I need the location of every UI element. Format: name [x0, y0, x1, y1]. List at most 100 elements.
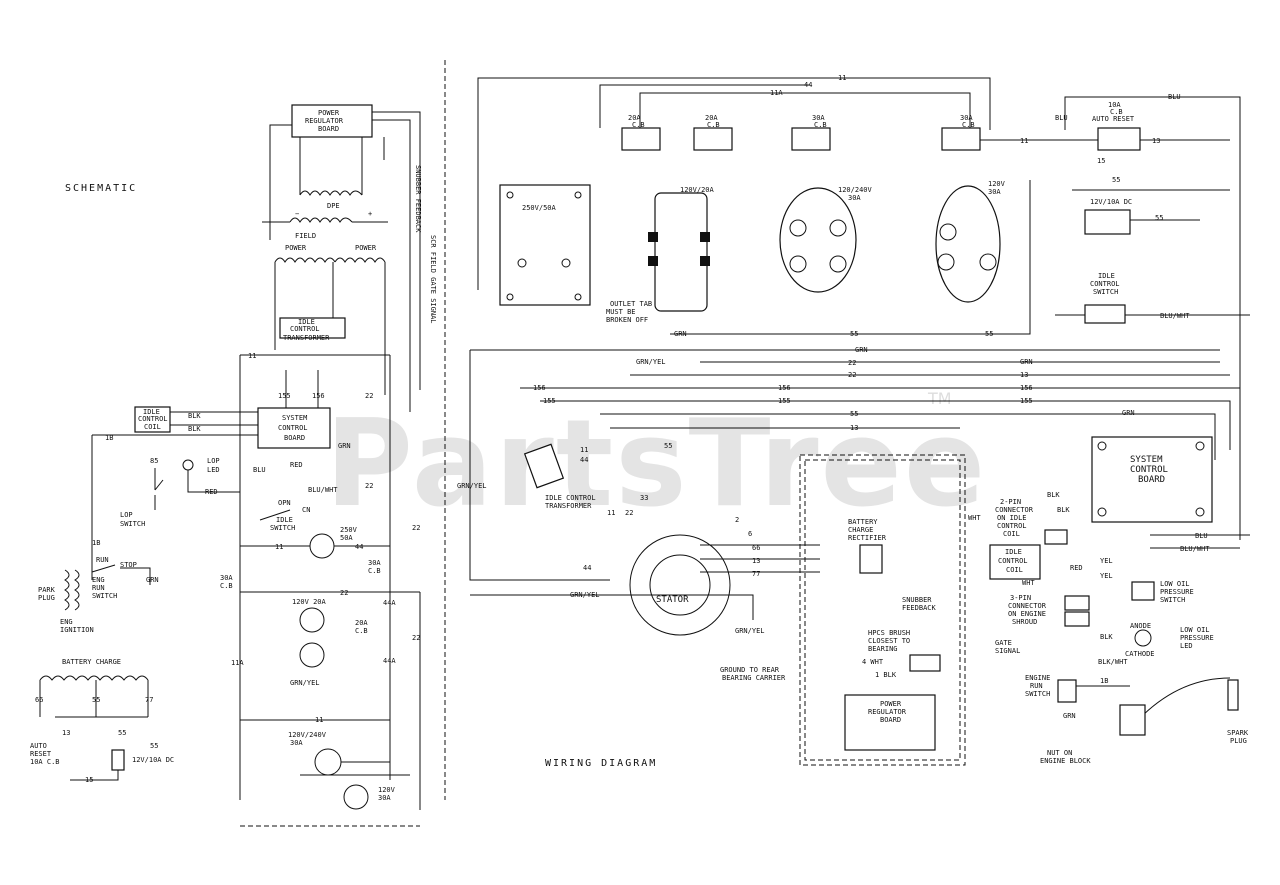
schem-rectifier-box	[111, 749, 125, 771]
recep-120-240-box	[779, 187, 857, 293]
scb-bluwht: BLU/WHT	[1180, 545, 1210, 553]
lop-led-w	[1134, 629, 1152, 647]
lopl-3: LED	[1180, 642, 1193, 650]
wire-22-e: 22	[365, 482, 373, 490]
svg-text:−: −	[295, 210, 299, 218]
ict-label-1: IDLE	[298, 318, 315, 326]
w11-e: 11	[607, 509, 615, 517]
power-left-label: POWER	[285, 244, 307, 252]
eng-ign-2: IGNITION	[60, 626, 94, 634]
wers-1: ENGINE	[1025, 674, 1050, 682]
noeb-1: NUT ON	[1047, 749, 1072, 757]
w13-d: 13	[752, 557, 760, 565]
wicc-3: COIL	[1006, 566, 1023, 574]
wicc-2: CONTROL	[998, 557, 1028, 565]
recep-120-20-box	[654, 192, 708, 312]
thpc-4: SHROUD	[1012, 618, 1037, 626]
w15-a: 15	[1097, 157, 1105, 165]
cb20a-1-box	[621, 127, 661, 151]
wire-red-label: RED	[205, 488, 218, 496]
watermark-brand: PartsTree	[325, 395, 987, 534]
lops-box	[1131, 581, 1155, 601]
sp-2: PLUG	[1230, 737, 1247, 745]
recep-120-30-a: 120V	[988, 180, 1006, 188]
dpe-label: DPE	[327, 202, 340, 210]
w156-b: 156	[778, 384, 791, 392]
thpc-box-a	[1064, 595, 1090, 611]
stator-outer	[629, 534, 731, 636]
brush-2: CLOSEST TO	[868, 637, 910, 645]
harness-dashed	[799, 454, 966, 766]
ics-3: SWITCH	[1093, 288, 1118, 296]
rectifier-12v-label: 12V/10A DC	[1090, 198, 1132, 206]
wire-13-label: 13	[62, 729, 70, 737]
brush-3: BEARING	[868, 645, 898, 653]
icc-label-3: COIL	[144, 423, 161, 431]
scb-blu: BLU	[1195, 532, 1208, 540]
snub-1: SNUBBER	[902, 596, 932, 604]
w44-e: 44	[583, 564, 591, 572]
lops-3: SWITCH	[1160, 596, 1185, 604]
recep-250-symbol	[309, 533, 335, 559]
field-label: FIELD	[295, 232, 316, 240]
outlet-tab-3: BROKEN OFF	[606, 316, 648, 324]
recep-250-50-box	[499, 184, 591, 306]
recep-120-30-box	[935, 185, 1001, 303]
w-scb-box	[1091, 436, 1213, 523]
w11-d: 11	[580, 446, 588, 454]
cb10a-b: C.B	[1110, 108, 1123, 116]
w22-a: 22	[848, 359, 856, 367]
ers-box	[1057, 679, 1077, 703]
scb-label-1: SYSTEM	[282, 414, 307, 422]
schem-rect-12v: 12V/10A DC	[132, 756, 174, 764]
gate-1: GATE	[995, 639, 1012, 647]
snub-2: FEEDBACK	[902, 604, 937, 612]
yel-2: YEL	[1100, 572, 1113, 580]
bcr-3: RECTIFIER	[848, 534, 887, 542]
stator-inner	[649, 554, 711, 616]
brush-1: HPCS BRUSH	[868, 629, 910, 637]
rectifier-12v-box	[1084, 209, 1131, 235]
wprb-2: REGULATOR	[868, 708, 907, 716]
ics-bluwht: BLU/WHT	[1160, 312, 1190, 320]
grn-2: GRN	[855, 346, 868, 354]
ict-label-2: CONTROL	[290, 325, 320, 333]
recep-120-30-b: 30A	[988, 188, 1001, 196]
wire-44-b: 44	[355, 543, 363, 551]
grn-yel-label: GRN/YEL	[290, 679, 320, 687]
outlet-tab-2: MUST BE	[606, 308, 636, 316]
stator-label: STATOR	[656, 595, 689, 605]
wht-1: WHT	[968, 514, 981, 522]
wiring-section: 11 44 11A BLU BLU 20A C.B 20A C.B 30A C.…	[457, 74, 1250, 769]
wiring-title: WIRING DIAGRAM	[545, 758, 657, 769]
cb30a-3: 30A	[368, 559, 381, 567]
arcb-3: 10A C.B	[30, 758, 60, 766]
scb-label-3: BOARD	[284, 434, 305, 442]
cb30a-2-box	[941, 127, 981, 151]
lopl-2: PRESSURE	[1180, 634, 1214, 642]
schematic-section: SCHEMATIC POWER REGULATOR BOARD DPE FIEL…	[30, 104, 437, 827]
stop-label: STOP	[120, 561, 137, 569]
recep-120-240-b: 30A	[848, 194, 861, 202]
wire-11-c: 11	[315, 716, 323, 724]
ignition-coil-box	[1119, 704, 1146, 736]
w55-c: 55	[850, 330, 858, 338]
cb30a-2-a: 30A	[960, 114, 973, 122]
power-regulator-board-box	[291, 104, 373, 138]
cb30a-1-b: C.B	[814, 121, 827, 129]
cb10a-c: AUTO RESET	[1092, 115, 1135, 123]
wire-blu-label: BLU	[253, 466, 266, 474]
cb30a-2-b: C.B	[962, 121, 975, 129]
w13-b: 13	[1020, 371, 1028, 379]
wire-11-label: 11	[248, 352, 256, 360]
idle-transformer-box	[279, 317, 346, 339]
wire-11a-label: 11A	[231, 659, 244, 667]
w2-a: 2	[735, 516, 739, 524]
blk-c: BLK	[1100, 633, 1113, 641]
w-idle-transformer-box	[523, 443, 565, 489]
partstree-watermark: PartsTree TM	[325, 389, 987, 534]
grnyel-3: GRN/YEL	[735, 627, 765, 635]
park-plug-1: PARK	[38, 586, 56, 594]
recep-120-240-1: 120V/240V	[288, 731, 327, 739]
spark-plug-box	[1227, 679, 1239, 711]
